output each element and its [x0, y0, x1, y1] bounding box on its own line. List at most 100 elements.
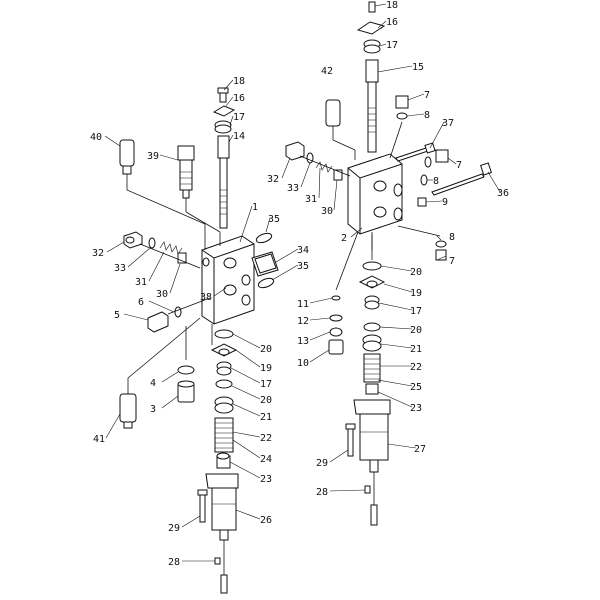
part-label: 3 [150, 404, 156, 415]
left-seal-17b [216, 361, 232, 376]
left-solenoid-26 [205, 473, 239, 541]
part-label: 33 [114, 263, 126, 274]
left-plug-32 [123, 231, 143, 249]
left-retainer-21 [214, 396, 234, 414]
part-label: 28 [168, 557, 180, 568]
part-label: 13 [297, 336, 309, 347]
part-label: 36 [497, 188, 509, 199]
part-label: 25 [410, 382, 422, 393]
part-label: 21 [260, 412, 272, 423]
left-spool-14 [217, 135, 230, 229]
part-label: 29 [168, 523, 180, 534]
part-label: 35 [297, 261, 309, 272]
right-valve-body [347, 153, 403, 235]
part-label: 20 [260, 395, 272, 406]
part-label: 8 [433, 176, 439, 187]
right-labels: 18 16 17 42 15 7 8 37 7 32 33 31 30 8 36… [267, 0, 509, 498]
part-label: 32 [267, 174, 279, 185]
left-part-28 [214, 557, 221, 565]
part-label: 16 [386, 17, 398, 28]
right-solenoid-27 [353, 399, 391, 473]
left-part-40 [119, 139, 135, 175]
part-label: 7 [456, 160, 462, 171]
part-label: 7 [449, 256, 455, 267]
part-label: 22 [410, 362, 422, 373]
part-label: 5 [114, 310, 120, 321]
right-spool-15 [365, 59, 379, 153]
part-label: 20 [410, 325, 422, 336]
leader-lines [104, 3, 501, 562]
left-plug-5 [147, 311, 169, 333]
part-label: 19 [410, 288, 422, 299]
right-valve-assembly [285, 1, 492, 526]
part-label: 16 [233, 93, 245, 104]
part-label: 17 [410, 306, 422, 317]
right-bolt-37 [395, 142, 436, 162]
part-label: 23 [260, 474, 272, 485]
part-label: 20 [410, 267, 422, 278]
part-label: 41 [93, 434, 105, 445]
part-label: 31 [305, 194, 317, 205]
part-label: 30 [156, 289, 168, 300]
right-part-42 [325, 99, 341, 127]
part-label: 27 [414, 444, 426, 455]
left-spring-31 [159, 241, 183, 255]
part-label: 12 [297, 316, 309, 327]
left-valve-body [201, 235, 255, 325]
left-spring-22 [214, 417, 234, 453]
left-cap-19 [210, 343, 238, 357]
left-part-41 [119, 393, 137, 429]
right-bolt-36 [431, 162, 492, 196]
left-plate-16 [212, 105, 236, 117]
part-label: 6 [138, 297, 144, 308]
part-label: 19 [260, 363, 272, 374]
part-label: 18 [386, 0, 398, 11]
part-label: 31 [135, 277, 147, 288]
right-cap-19 [358, 275, 386, 289]
part-label: 38 [200, 292, 212, 303]
part-label: 29 [316, 458, 328, 469]
part-label: 24 [260, 454, 272, 465]
part-label: 26 [260, 515, 272, 526]
part-label: 23 [410, 403, 422, 414]
part-label: 1 [252, 202, 258, 213]
part-label: 11 [297, 299, 309, 310]
part-label: 7 [424, 90, 430, 101]
right-spring-22 [363, 353, 381, 383]
part-label: 40 [90, 132, 102, 143]
part-label: 9 [442, 197, 448, 208]
part-label: 28 [316, 487, 328, 498]
right-bolt-29 [345, 423, 356, 457]
left-labels: 18 16 17 14 40 39 1 35 34 35 32 33 31 30… [90, 76, 309, 568]
left-poppet-30 [177, 252, 187, 264]
left-bolt-18 [217, 87, 229, 103]
part-label: 15 [412, 62, 424, 73]
part-label: 32 [92, 248, 104, 259]
part-label: 21 [410, 344, 422, 355]
left-valve-assembly [119, 87, 279, 594]
part-label: 8 [424, 110, 430, 121]
part-label: 8 [449, 232, 455, 243]
part-label: 37 [442, 118, 454, 129]
part-label: 18 [233, 76, 245, 87]
left-cap-3 [177, 380, 195, 403]
left-stopper-23 [216, 452, 231, 469]
part-label: 42 [321, 66, 333, 77]
part-label: 20 [260, 344, 272, 355]
part-label: 2 [341, 233, 347, 244]
part-label: 30 [321, 206, 333, 217]
right-plug-7a [395, 95, 409, 109]
part-label: 39 [147, 151, 159, 162]
left-seal-17 [214, 120, 232, 134]
part-label: 17 [386, 40, 398, 51]
part-label: 4 [150, 378, 156, 389]
left-bolt-29 [197, 489, 208, 523]
part-label: 34 [297, 245, 309, 256]
part-label: 35 [268, 214, 280, 225]
part-label: 14 [233, 131, 245, 142]
left-valve-39 [177, 145, 195, 199]
part-label: 17 [260, 379, 272, 390]
right-plug-9 [417, 197, 427, 207]
